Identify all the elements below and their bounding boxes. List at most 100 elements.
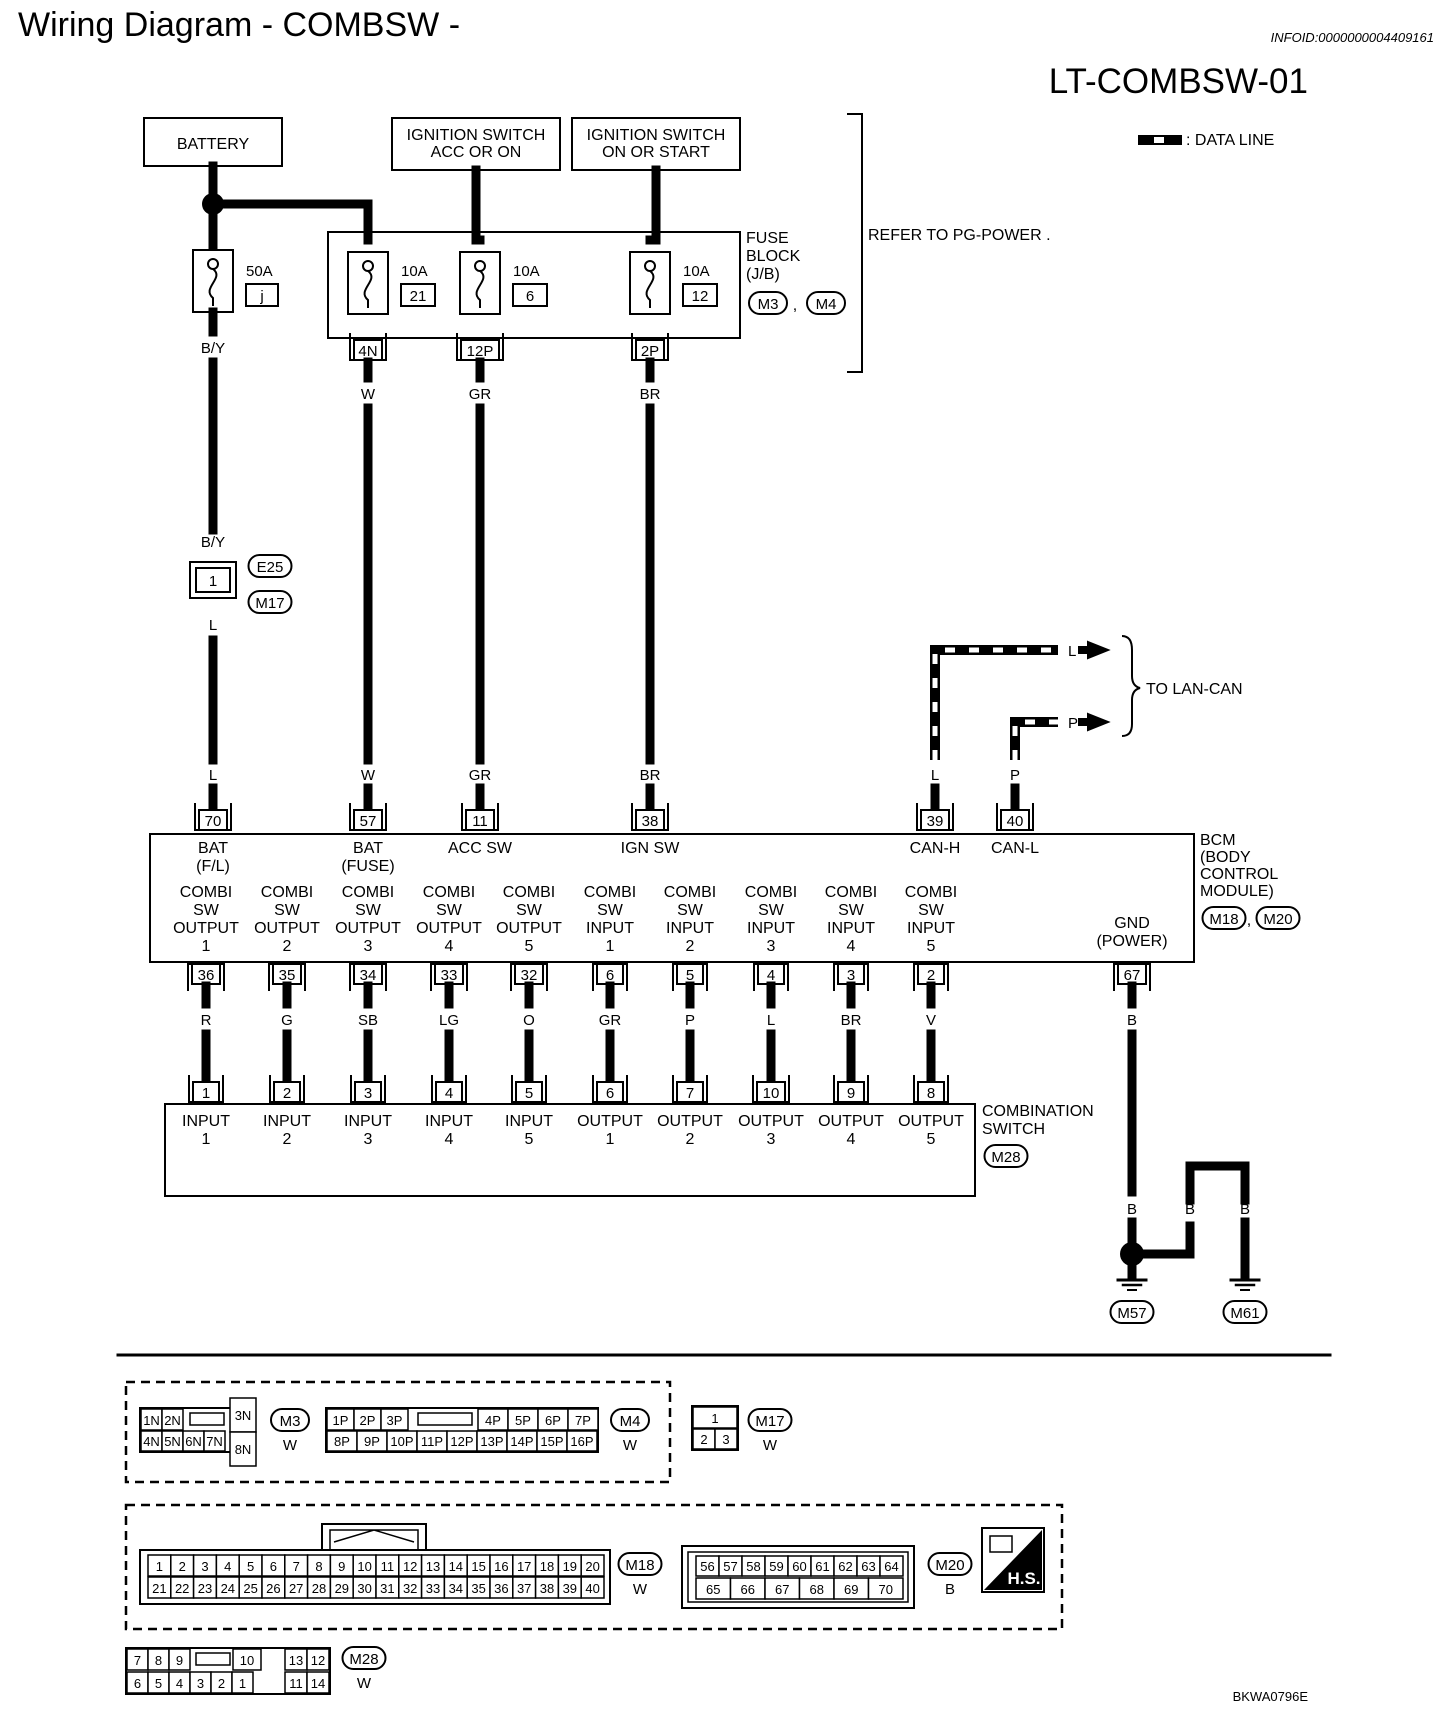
pin-number: 1 [156,1559,163,1574]
bcm-terminal-label: (F/L) [196,858,230,875]
brace [1121,635,1141,737]
wire-color: LG [439,1012,459,1029]
pin-number: 4 [224,1559,231,1574]
combination-switch-label: COMBINATION [982,1103,1094,1120]
terminal: 33 [430,963,468,991]
pin-cell [229,1431,257,1467]
fuse-element [208,268,218,306]
pin-cell [879,1555,904,1577]
diagram-id: LT-COMBSW-01 [1048,62,1308,101]
data-line [1010,717,1058,760]
bcm-terminal-label: 5 [927,938,936,955]
ground-symbol [1229,1278,1261,1291]
pin-cell [203,1430,226,1452]
terminal: 11 [461,803,499,831]
wire-color: B [1240,1201,1250,1218]
wire-color: O [523,1012,535,1029]
pin-number: 13 [289,1653,303,1668]
wire-color: P [685,1012,695,1029]
bcm-terminal-label: 2 [283,938,292,955]
terminal-pin: 3 [364,1085,372,1102]
bcm-terminal-label: 5 [525,938,534,955]
connector-id: M17 [755,1413,784,1430]
fuse-node [362,260,374,272]
figure-code: BKWA0796E [1232,1689,1308,1704]
terminal: 67 [1113,963,1151,991]
bcm-gnd-label: GND [1114,915,1150,932]
connector-color: W [633,1581,648,1598]
bcm-terminal-label: BAT [198,840,228,857]
pin-number: 13 [426,1559,440,1574]
lock-tab [189,1412,225,1426]
pin-number: 2 [700,1432,707,1447]
pin-number: 7 [134,1653,141,1668]
fuse-node [644,260,656,272]
bcm-terminal-label: OUTPUT [496,920,562,937]
pin-number: 4 [176,1676,183,1691]
terminal-pin: 4 [767,967,775,984]
pin-number: 15P [540,1434,563,1449]
bcm-terminal-label: INPUT [747,920,795,937]
pin-number: 12 [311,1653,325,1668]
bcm-terminal-label: SW [355,902,382,919]
pin-number: 3 [201,1559,208,1574]
fuse-id-box [682,283,718,307]
connector-id: M18 [625,1557,654,1574]
data-line-dash [1012,719,1058,760]
pin-cell [306,1671,330,1694]
pin-cell [867,1577,904,1600]
fuse-symbol [192,249,234,313]
terminal-pin: 12P [467,343,494,360]
bcm-terminal-label: COMBI [745,884,797,901]
connector-badge [806,291,846,315]
switch-terminal-label: 4 [847,1131,856,1148]
connector-badge [610,1408,650,1432]
pin-number: 20 [585,1559,599,1574]
switch-terminal-label: 5 [525,1131,534,1148]
ignition-on-start-label: IGNITION SWITCH [587,127,726,144]
connector-id: M61 [1230,1305,1259,1322]
terminal-pin: 2 [283,1085,291,1102]
wire-color: B [1127,1201,1137,1218]
pin-number: 2 [218,1676,225,1691]
info-id: INFOID:0000000004409161 [1270,30,1434,45]
pin-number: 9P [364,1434,380,1449]
pin-number: 39 [563,1581,577,1596]
fuse-rating: 10A [401,263,428,280]
pin-number: 1 [239,1676,246,1691]
terminal: 57 [349,803,387,831]
pin-cell [580,1576,605,1599]
switch-terminal-label: INPUT [425,1113,473,1130]
to-lan-can-label: TO LAN-CAN [1146,681,1243,698]
terminal-pin: 4 [445,1085,453,1102]
pin-number: 22 [175,1581,189,1596]
bcm-terminal-label: 4 [445,938,454,955]
pin-number: 3N [235,1408,252,1423]
switch-terminal-label: 1 [202,1131,211,1148]
pin-number: 23 [198,1581,212,1596]
pin-number: 9 [176,1653,183,1668]
fuse-id-box [512,283,548,307]
pin-number: 2 [179,1559,186,1574]
terminal: 1 [188,1075,224,1103]
pin-number: 19 [563,1559,577,1574]
pin-number: 7P [575,1413,591,1428]
switch-terminal-label: OUTPUT [818,1113,884,1130]
fuse-symbol [347,251,389,315]
fuse-element [475,270,485,308]
terminal-pin: 8 [927,1085,935,1102]
pin-number: 6P [545,1413,561,1428]
pin-cell [306,1648,330,1671]
pin-number: 16P [570,1434,593,1449]
bcm-terminal-label: OUTPUT [254,920,320,937]
terminal-pin: 5 [525,1085,533,1102]
terminal-pin: 3 [847,967,855,984]
connector-id: M28 [991,1149,1020,1166]
terminal-pin: 70 [205,813,222,830]
wire-color: B/Y [201,534,225,551]
terminal-pin: 57 [360,813,377,830]
pin-number: 60 [792,1559,806,1574]
